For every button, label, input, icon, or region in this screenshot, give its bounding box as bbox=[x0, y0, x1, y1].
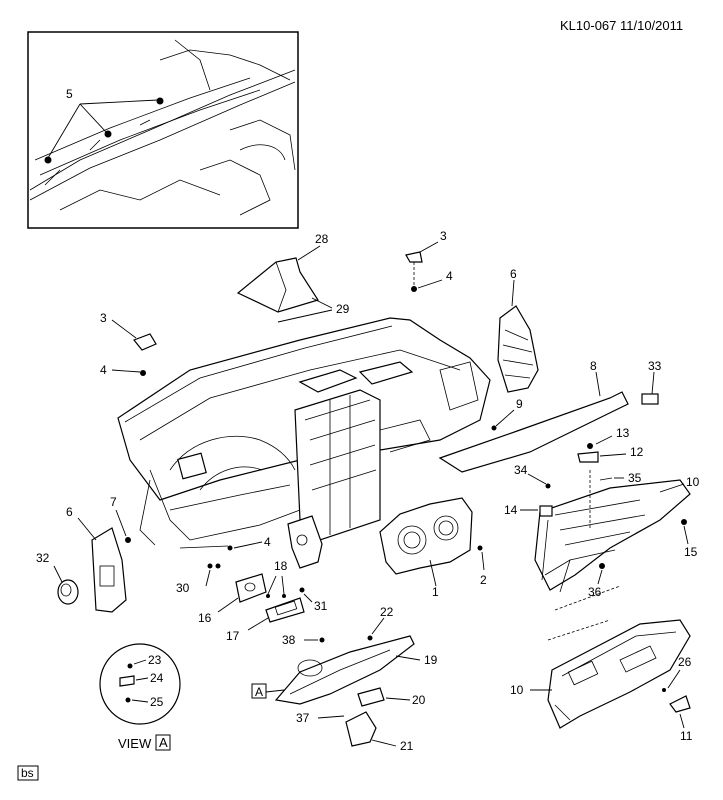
callout-19: 19 bbox=[424, 653, 438, 667]
part-30-screw: 30 bbox=[176, 563, 213, 595]
part-instrument-panel bbox=[117, 317, 491, 546]
part-9-marker: 9 bbox=[491, 397, 523, 431]
callout-3-top: 3 bbox=[440, 229, 447, 243]
callout-3-left: 3 bbox=[100, 311, 107, 325]
part-21-37: 37 21 bbox=[296, 711, 414, 753]
callout-17: 17 bbox=[226, 629, 240, 643]
view-a-detail: 23 24 25 bbox=[99, 643, 181, 725]
svg-text:A: A bbox=[255, 685, 263, 699]
part-12-13: 13 12 bbox=[577, 426, 644, 463]
part-6-left-endcap: 6 bbox=[66, 505, 127, 613]
view-a-caption: VIEW A bbox=[118, 734, 171, 751]
callout-7: 7 bbox=[110, 495, 117, 509]
footer-tag: bs bbox=[17, 765, 39, 781]
callout-29: 29 bbox=[336, 302, 350, 316]
callout-14: 14 bbox=[504, 503, 518, 517]
callout-4-left: 4 bbox=[100, 363, 107, 377]
callout-37: 37 bbox=[296, 711, 310, 725]
part-15-screw: 15 bbox=[681, 519, 698, 559]
part-10-glovebox-door: 10 bbox=[510, 619, 691, 729]
part-33-clip: 33 bbox=[641, 359, 662, 405]
part-28-shield: 28 29 bbox=[236, 232, 350, 323]
callout-12: 12 bbox=[630, 445, 644, 459]
part-3-4-left: 3 4 bbox=[100, 311, 157, 377]
callout-25: 25 bbox=[150, 695, 164, 709]
callout-5: 5 bbox=[66, 87, 73, 101]
diagram-code: KL10-067 11/10/2011 bbox=[560, 18, 683, 33]
callout-15: 15 bbox=[684, 545, 698, 559]
callout-1: 1 bbox=[432, 585, 439, 599]
callout-31: 31 bbox=[314, 599, 328, 613]
callout-36: 36 bbox=[588, 585, 602, 599]
part-10-compartment: 10 bbox=[534, 470, 700, 593]
callout-8: 8 bbox=[590, 359, 597, 373]
callout-24: 24 bbox=[150, 671, 164, 685]
part-bracket-center bbox=[287, 515, 323, 569]
callout-4-lower: 4 bbox=[264, 535, 271, 549]
part-18-clips: 18 bbox=[266, 559, 288, 598]
callout-11: 11 bbox=[680, 729, 693, 743]
part-2-screw: 2 bbox=[477, 545, 487, 587]
part-6-right-vent: 6 bbox=[497, 267, 539, 393]
part-14-clip: 14 bbox=[504, 503, 553, 517]
callout-21: 21 bbox=[400, 739, 414, 753]
view-a-ref: A bbox=[251, 683, 285, 699]
svg-text:bs: bs bbox=[21, 766, 34, 780]
part-17-bezel: 17 bbox=[226, 597, 305, 643]
part-32-knob: 32 bbox=[36, 551, 79, 605]
svg-text:VIEW: VIEW bbox=[118, 736, 152, 751]
callout-32: 32 bbox=[36, 551, 50, 565]
callout-10-lower: 10 bbox=[510, 683, 524, 697]
part-4-lower: 4 bbox=[179, 535, 271, 569]
callout-33: 33 bbox=[648, 359, 662, 373]
callout-22: 22 bbox=[380, 605, 394, 619]
callout-23: 23 bbox=[148, 653, 162, 667]
part-36-screw: 36 bbox=[588, 563, 605, 599]
callout-9: 9 bbox=[516, 397, 523, 411]
part-16-switch: 16 bbox=[198, 573, 267, 625]
part-31-screw: 31 bbox=[299, 587, 328, 613]
part-19-lower-trim: 19 bbox=[274, 635, 438, 705]
callout-34: 34 bbox=[514, 463, 528, 477]
callout-6-left: 6 bbox=[66, 505, 73, 519]
part-7-screw: 7 bbox=[110, 495, 131, 543]
part-3-4-top: 3 4 bbox=[405, 229, 453, 292]
callout-28: 28 bbox=[315, 232, 329, 246]
part-11-26: 26 11 bbox=[662, 655, 693, 743]
part-1-cluster: 1 bbox=[379, 497, 473, 599]
part-38-screw: 38 bbox=[282, 633, 325, 647]
callout-16: 16 bbox=[198, 611, 212, 625]
callout-13: 13 bbox=[616, 426, 630, 440]
part-34-35: 34 35 bbox=[514, 463, 642, 489]
callout-30: 30 bbox=[176, 581, 190, 595]
inset-cowl-view: 5 bbox=[27, 31, 299, 229]
callout-6-right: 6 bbox=[510, 267, 517, 281]
callout-18: 18 bbox=[274, 559, 288, 573]
callout-4-top: 4 bbox=[446, 269, 453, 283]
part-22-screw: 22 bbox=[367, 605, 394, 641]
callout-38: 38 bbox=[282, 633, 296, 647]
svg-text:A: A bbox=[159, 735, 168, 750]
callout-35: 35 bbox=[628, 471, 642, 485]
part-8-trim-strip: 8 bbox=[438, 359, 629, 473]
callout-10-upper: 10 bbox=[686, 475, 700, 489]
part-20-cover: 20 bbox=[357, 687, 426, 707]
callout-2: 2 bbox=[480, 573, 487, 587]
callout-26: 26 bbox=[678, 655, 692, 669]
callout-20: 20 bbox=[412, 693, 426, 707]
